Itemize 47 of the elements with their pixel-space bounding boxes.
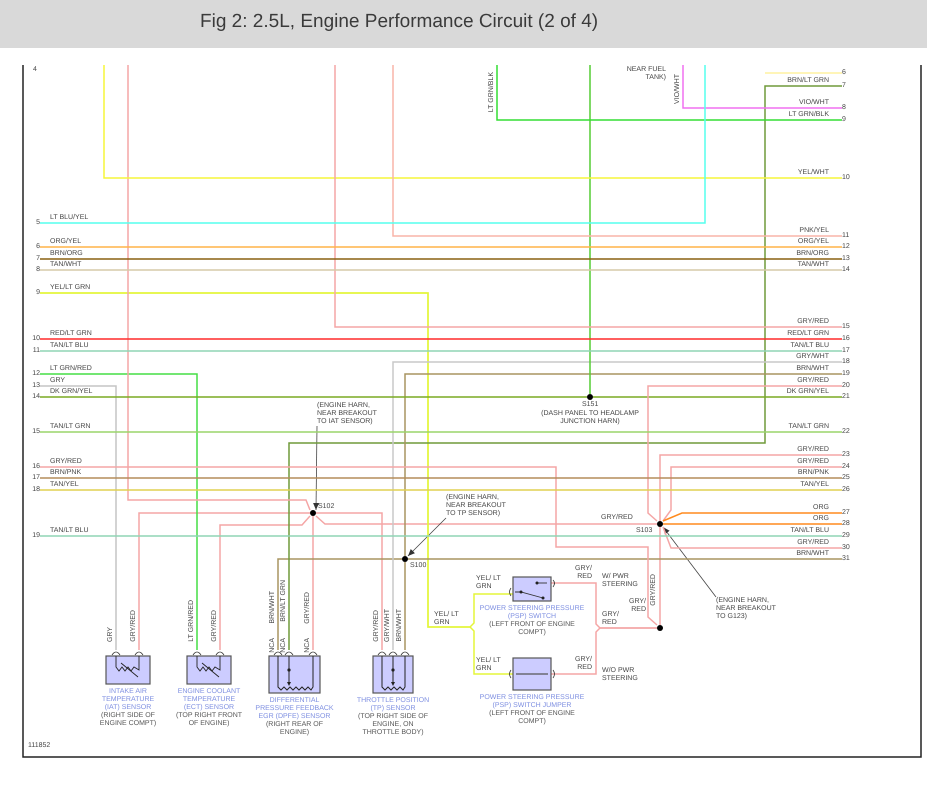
wire — [392, 361, 842, 650]
wire — [288, 85, 842, 650]
wire — [40, 373, 198, 650]
wire — [316, 512, 383, 650]
wire — [392, 65, 842, 237]
wire — [127, 65, 311, 510]
wire — [40, 350, 842, 352]
wire — [40, 65, 706, 224]
wire — [40, 269, 842, 271]
leader-line — [313, 426, 320, 510]
figure-title: Fig 2: 2.5L, Engine Performance Circuit (2 of 4) — [200, 11, 598, 33]
wire — [662, 466, 842, 522]
wire — [40, 477, 842, 479]
wire — [593, 396, 842, 398]
wire — [40, 246, 842, 248]
wire — [334, 65, 842, 328]
wire — [662, 512, 842, 522]
wire — [551, 627, 657, 675]
wire — [663, 523, 842, 525]
wire — [659, 454, 842, 521]
wire — [138, 512, 310, 650]
wire — [40, 431, 842, 433]
leader-line — [408, 518, 446, 556]
wire — [277, 558, 402, 650]
wire — [219, 516, 311, 650]
leader-line — [662, 526, 716, 598]
wire — [40, 489, 842, 491]
wire — [312, 516, 314, 650]
wire — [40, 466, 658, 626]
wire — [40, 535, 842, 537]
wire — [647, 385, 842, 522]
wire — [40, 396, 587, 398]
wire — [316, 515, 657, 525]
wire — [659, 527, 661, 625]
wire — [496, 65, 842, 121]
wire — [682, 65, 842, 109]
wire — [103, 65, 842, 179]
wire — [662, 526, 842, 549]
wire — [589, 65, 591, 394]
wire — [404, 373, 842, 556]
wire — [765, 72, 842, 74]
wire — [404, 562, 406, 650]
wire — [40, 258, 842, 260]
wire — [40, 385, 117, 650]
splice-dot — [657, 625, 663, 631]
wire — [40, 338, 842, 340]
wire — [408, 558, 842, 560]
